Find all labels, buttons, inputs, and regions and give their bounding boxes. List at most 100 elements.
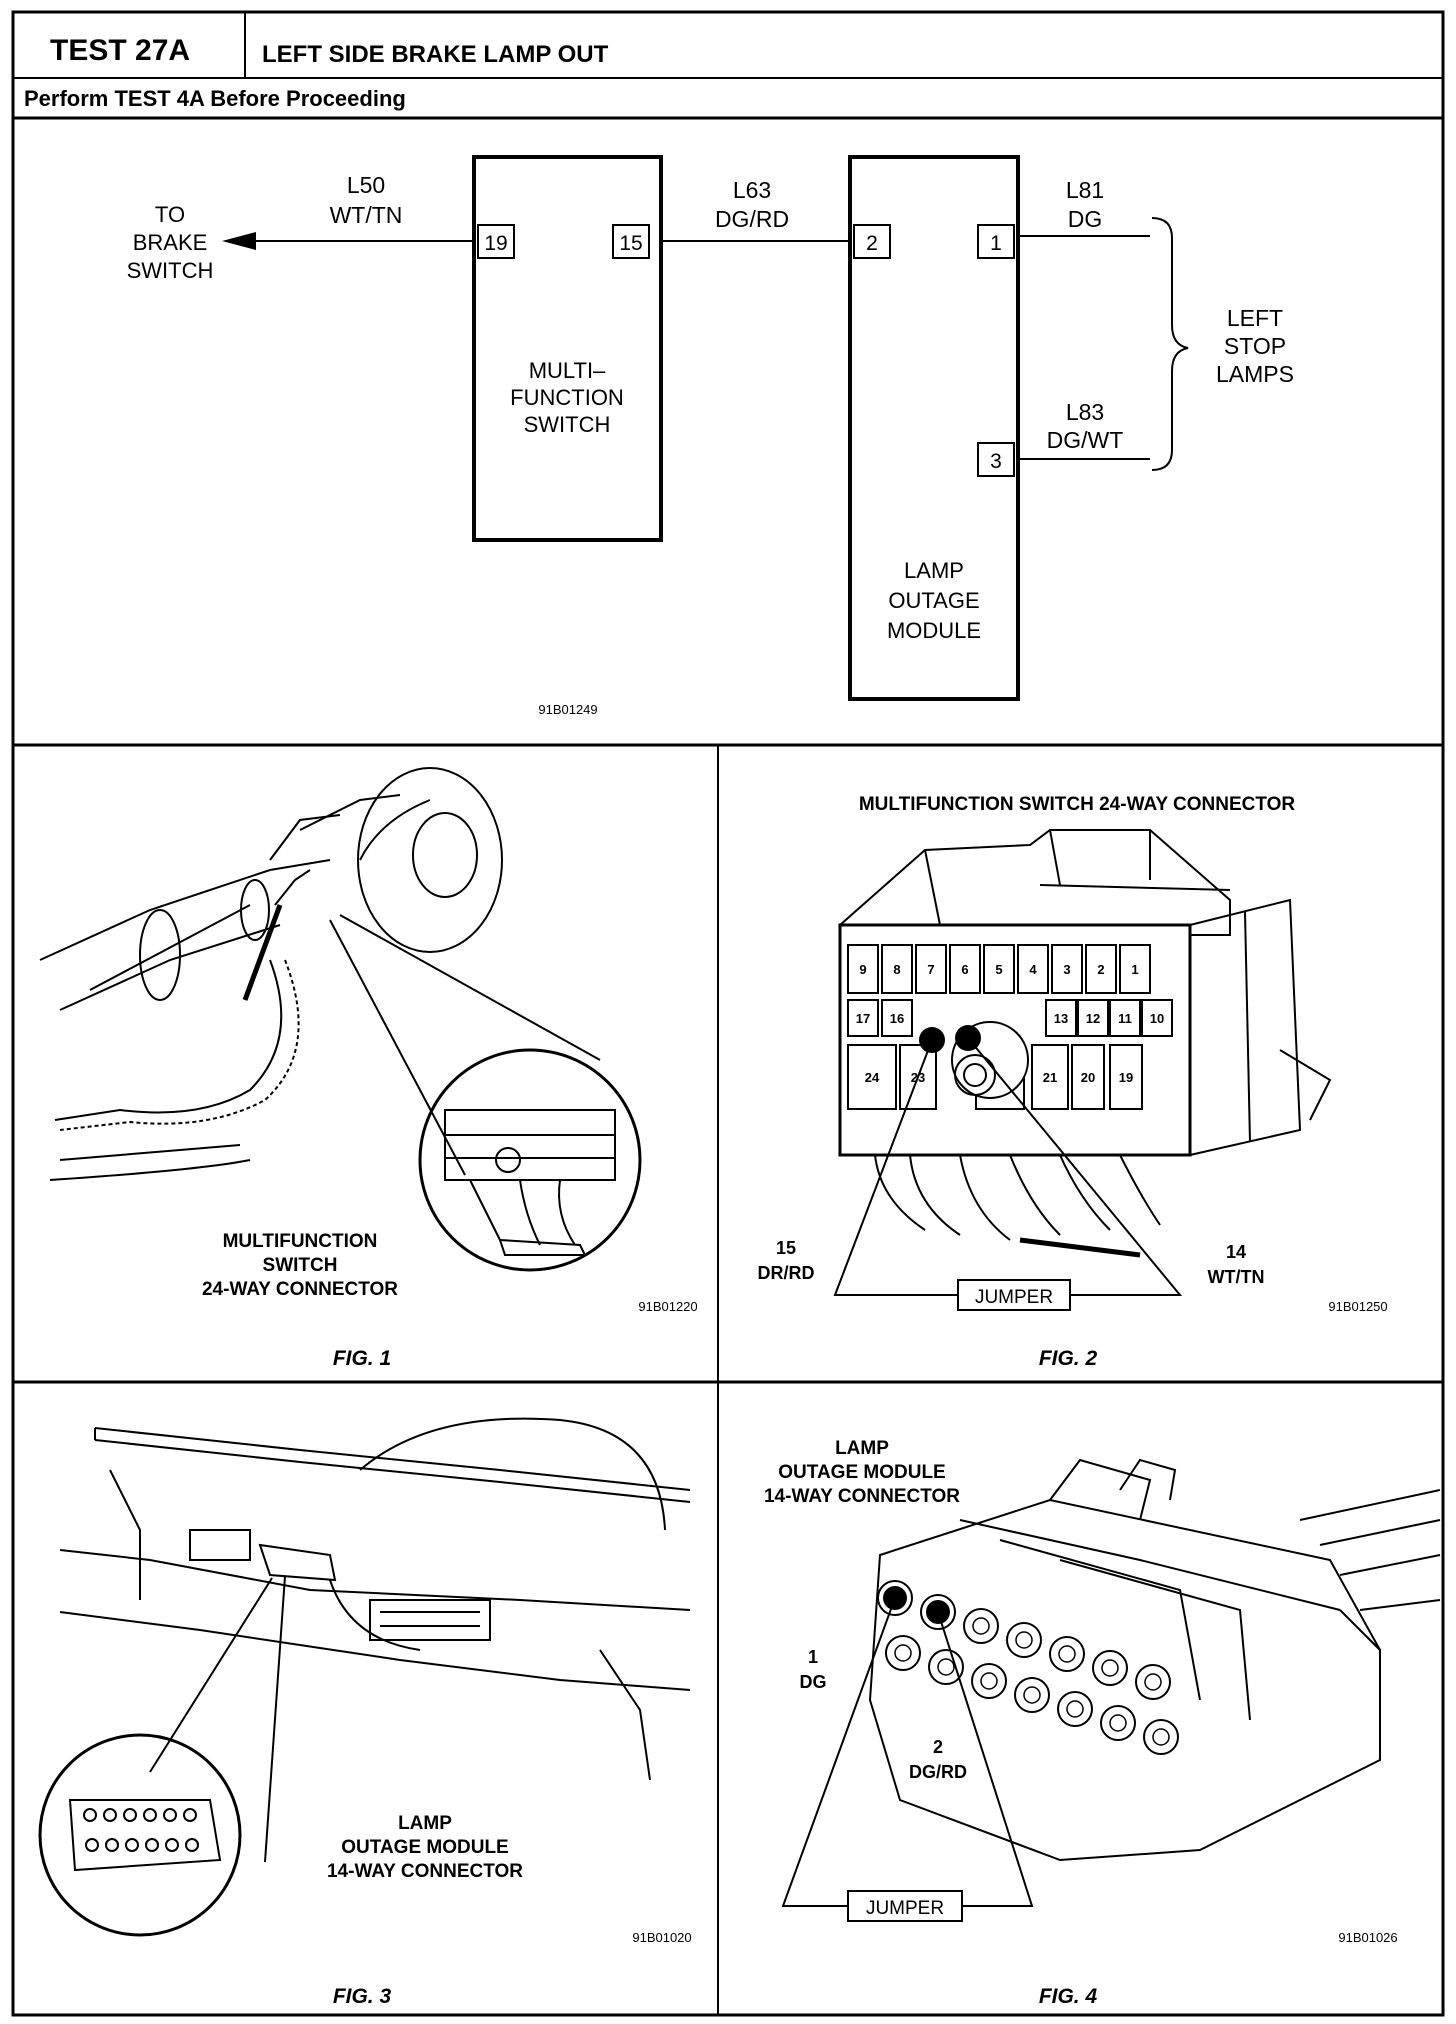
fig4-pin1-num: 1: [808, 1647, 818, 1667]
fig4-label-2: OUTAGE MODULE: [778, 1462, 945, 1483]
fig4-code: 91B01026: [1338, 1930, 1397, 1945]
mfs-name-3: SWITCH: [524, 412, 611, 437]
pin-19-cell: [1109, 1044, 1143, 1110]
pin-21-label: 21: [1043, 1070, 1057, 1085]
lom-pin-3-label: 3: [990, 450, 1002, 473]
cavity-outline: [1057, 1691, 1093, 1727]
pin-9-cell: [847, 944, 879, 994]
cavity-inner: [1023, 1686, 1041, 1704]
cavity-outline: [963, 1608, 999, 1644]
wire-l81-color: DG: [1068, 206, 1103, 232]
pin-10-label: 10: [1150, 1011, 1164, 1026]
cavity-inner: [972, 1617, 990, 1635]
wire-l83-circuit: L83: [1066, 399, 1104, 425]
to-brake-switch-label-1: TO: [155, 202, 185, 227]
wire-l50-color: WT/TN: [330, 202, 403, 228]
pin-19-label: 19: [1119, 1070, 1133, 1085]
lom-pin-2-box: [853, 224, 891, 259]
precondition-note: Perform TEST 4A Before Proceeding: [24, 86, 406, 111]
fig4-jumper-label: JUMPER: [866, 1898, 944, 1919]
pin-24-cell: [847, 1044, 897, 1110]
pin-5-cell: [983, 944, 1015, 994]
to-brake-switch-label-3: SWITCH: [127, 258, 214, 283]
pin-1-label: 1: [1131, 962, 1138, 977]
instrument-panel-illustration: [38, 1417, 691, 1937]
pin-8-cell: [881, 944, 913, 994]
test-id: TEST 27A: [50, 34, 190, 67]
fig1-label-1: MULTIFUNCTION: [223, 1231, 378, 1252]
cavity-inner: [1015, 1631, 1033, 1649]
cavity-inner: [1058, 1645, 1076, 1663]
fig1-caption: FIG. 1: [333, 1347, 391, 1370]
lom-name-3: MODULE: [887, 618, 981, 643]
pin-9-label: 9: [859, 962, 866, 977]
fig2-code: 91B01250: [1328, 1299, 1387, 1314]
pin-4-cell: [1017, 944, 1049, 994]
fig1-label-3: 24-WAY CONNECTOR: [202, 1279, 398, 1300]
fig2-caption: FIG. 2: [1039, 1347, 1098, 1370]
pin-11-label: 11: [1118, 1011, 1132, 1026]
pin-12-label: 12: [1086, 1011, 1100, 1026]
stop-lamps-brace: [1151, 217, 1189, 471]
pin-13-label: 13: [1054, 1011, 1068, 1026]
cavity-inner: [1144, 1673, 1162, 1691]
pin-8-label: 8: [893, 962, 900, 977]
left-stop-lamps-3: LAMPS: [1216, 361, 1294, 387]
pin-20-cell: [1071, 1044, 1105, 1110]
fig4-jumper-leads: [781, 1597, 1034, 1907]
fig3-label-3: 14-WAY CONNECTOR: [327, 1861, 523, 1882]
fig2-jumper-box: [957, 1279, 1071, 1311]
connector-pin-grid: 987654321171613121110242322212019: [847, 944, 1173, 1110]
cavity-outline: [885, 1635, 921, 1671]
fig4-label-3: 14-WAY CONNECTOR: [764, 1486, 960, 1507]
cavity-outline: [1143, 1719, 1179, 1755]
fig2-jumper-label: JUMPER: [975, 1287, 1053, 1308]
cavity-inner: [1101, 1659, 1119, 1677]
wire-l63-circuit: L63: [733, 177, 771, 203]
test-title: LEFT SIDE BRAKE LAMP OUT: [262, 41, 609, 68]
wire-l83-color: DG/WT: [1047, 427, 1124, 453]
schematic-code: 91B01249: [538, 702, 597, 717]
pin-24-label: 24: [865, 1070, 880, 1085]
cavity-outline: [1006, 1622, 1042, 1658]
harness-wires: [874, 1154, 1161, 1258]
to-brake-switch-arrow: [222, 232, 474, 250]
pin-21-cell: [1031, 1044, 1069, 1110]
mfs-pin-19-box: [477, 224, 515, 259]
fig4-panel: LAMP OUTAGE MODULE 14-WAY CONNECTOR JUMP…: [764, 1438, 1441, 2008]
wire-l50-circuit: L50: [347, 172, 385, 198]
fig1-code: 91B01220: [638, 1299, 697, 1314]
cavity-outline: [1014, 1677, 1050, 1713]
cavity-inner: [937, 1658, 955, 1676]
pin-20-label: 20: [1081, 1070, 1095, 1085]
wire-l81-circuit: L81: [1066, 177, 1104, 203]
cavity-inner: [1152, 1728, 1170, 1746]
fig4-jumper-box: [847, 1890, 963, 1922]
pin-3-label: 3: [1063, 962, 1070, 977]
fig2-title: MULTIFUNCTION SWITCH 24-WAY CONNECTOR: [859, 794, 1296, 815]
fig1-label-2: SWITCH: [263, 1255, 338, 1276]
cavity-outline: [1135, 1664, 1171, 1700]
pin-12-cell: [1077, 999, 1109, 1037]
lom-pin-2-label: 2: [866, 232, 878, 255]
fig2-pin15-color: DR/RD: [758, 1263, 815, 1283]
mfs-name-2: FUNCTION: [510, 385, 624, 410]
lom-pin-1-label: 1: [990, 232, 1002, 255]
left-stop-lamps-1: LEFT: [1227, 305, 1283, 331]
cavity-inner: [894, 1644, 912, 1662]
cavity-inner: [1066, 1700, 1084, 1718]
fig4-pin2-color: DG/RD: [909, 1762, 967, 1782]
to-brake-switch-label-2: BRAKE: [133, 230, 208, 255]
fig4-pin2-num: 2: [933, 1737, 943, 1757]
mfs-pin-15-label: 15: [619, 232, 642, 255]
fig1-panel: MULTIFUNCTION SWITCH 24-WAY CONNECTOR 91…: [39, 767, 698, 1370]
cavity-inner: [1109, 1714, 1127, 1732]
lom-pin-3-box: [977, 442, 1015, 477]
connector-14-way-illustration: [868, 1458, 1441, 1862]
pin-17-label: 17: [856, 1011, 870, 1026]
steering-column-illustration: [39, 767, 642, 1272]
cavity-outline: [1100, 1705, 1136, 1741]
cavity-outline: [971, 1663, 1007, 1699]
pin-4-label: 4: [1029, 962, 1037, 977]
